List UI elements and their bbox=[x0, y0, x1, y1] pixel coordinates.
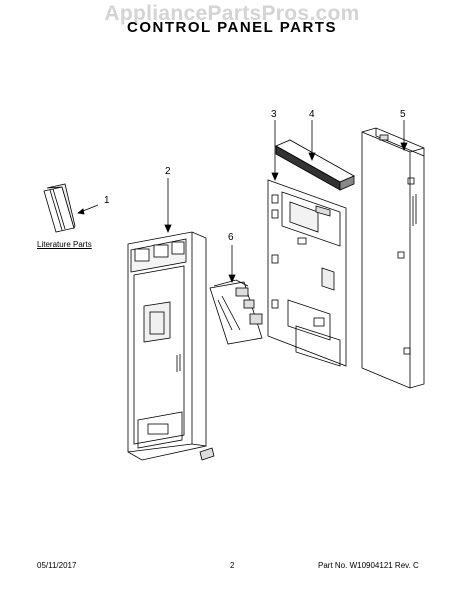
callout-arrow-5 bbox=[400, 142, 408, 152]
callout-2: 2 bbox=[165, 166, 171, 177]
callout-6: 6 bbox=[228, 232, 234, 243]
control-panel-frame bbox=[127, 231, 215, 461]
callout-1: 1 bbox=[104, 195, 110, 206]
callout-arrow-6 bbox=[228, 274, 236, 284]
callout-arrow-3 bbox=[271, 172, 279, 182]
footer-page-number: 2 bbox=[230, 561, 235, 570]
top-strip bbox=[275, 139, 355, 191]
literature-booklet bbox=[43, 183, 76, 233]
watermark: AppliancePartsPros.com bbox=[104, 2, 360, 25]
overlay-sheet bbox=[361, 127, 425, 389]
page-title: CONTROL PANEL PARTS bbox=[127, 19, 337, 36]
callout-3: 3 bbox=[271, 109, 277, 120]
control-bracket bbox=[267, 179, 347, 367]
callout-4: 4 bbox=[309, 109, 315, 120]
callout-arrow-1 bbox=[77, 208, 85, 215]
callout-5: 5 bbox=[400, 109, 406, 120]
callout-arrow-4 bbox=[308, 152, 316, 162]
footer-part-number: Part No. W10904121 Rev. C bbox=[318, 561, 419, 570]
footer-date: 05/11/2017 bbox=[37, 561, 77, 570]
literature-parts-label: Literature Parts bbox=[37, 240, 92, 249]
control-board bbox=[209, 279, 263, 345]
callout-arrow-2 bbox=[164, 224, 172, 234]
